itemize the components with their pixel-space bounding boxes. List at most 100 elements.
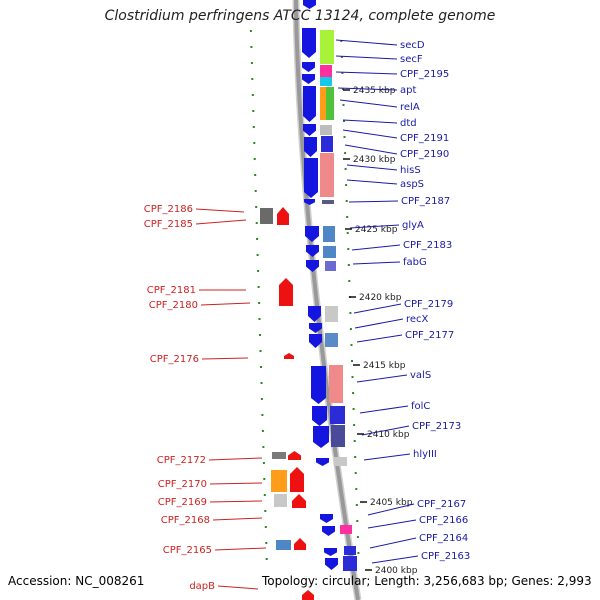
tick-dot-left — [258, 318, 261, 320]
reverse-gene-arrow — [290, 467, 304, 492]
right-label-leader — [351, 244, 401, 251]
left-label-leader — [195, 219, 247, 225]
right-label-leader — [369, 537, 417, 549]
gene-label-left: CPF_2168 — [161, 515, 210, 526]
right-label-leader — [356, 374, 408, 383]
tick-dot-right — [346, 216, 349, 218]
right-label-leader — [346, 179, 398, 185]
gene-label-right: CPF_2187 — [401, 196, 450, 207]
forward-gene-arrow — [312, 406, 327, 426]
gene-block — [325, 261, 336, 271]
forward-gene-arrow — [309, 323, 322, 333]
forward-gene-arrow — [303, 86, 316, 122]
gene-label-left: CPF_2180 — [149, 300, 198, 311]
gene-block — [323, 226, 335, 242]
gene-blocks-layer — [260, 30, 357, 571]
tick-dot-right — [353, 440, 356, 442]
tick-dot-left — [264, 526, 267, 528]
map-title: Clostridium perfringens ATCC 13124, comp… — [104, 8, 496, 24]
right-label-leader — [352, 261, 401, 265]
gene-label-left: CPF_2170 — [158, 479, 207, 490]
right-label-leader — [367, 503, 415, 516]
tick-dot-right — [347, 264, 350, 266]
gene-label-right: recX — [406, 314, 429, 325]
forward-gene-arrow — [325, 558, 338, 570]
right-label-leader — [359, 405, 409, 414]
tick-dot-right — [344, 168, 347, 170]
gene-label-right: CPF_2179 — [404, 299, 453, 310]
reverse-gene-arrow — [302, 590, 314, 600]
gene-label-right: folC — [411, 401, 430, 412]
right-label-leader — [353, 303, 402, 314]
gene-label-right: aspS — [400, 179, 424, 190]
tick-dot-right — [341, 88, 344, 90]
forward-gene-arrow — [311, 366, 326, 404]
tick-dot-left — [262, 462, 265, 464]
gene-label-right: secD — [400, 40, 425, 51]
forward-gene-arrow — [316, 458, 329, 466]
scale-label: 2415 kbp — [363, 361, 406, 371]
tick-dot-right — [348, 280, 351, 282]
forward-gene-arrow — [306, 260, 319, 272]
tick-dot-left — [252, 126, 255, 128]
gene-label-left: CPF_2186 — [144, 204, 193, 215]
label-leaders-layer — [195, 39, 419, 590]
reverse-gene-arrow — [277, 207, 289, 225]
tick-dot-right — [356, 520, 359, 522]
gene-block — [325, 306, 338, 322]
scale-label: 2420 kbp — [359, 293, 402, 303]
backbone-layer — [292, 0, 362, 600]
gene-labels-layer: secDsecFCPF_2195aptrelAdtdCPF_2191CPF_21… — [144, 40, 470, 592]
tick-dot-right — [353, 424, 356, 426]
gene-block — [276, 540, 291, 550]
gene-block — [323, 246, 336, 258]
right-label-leader — [371, 555, 419, 564]
tick-dot-right — [343, 136, 346, 138]
scale-label: 2405 kbp — [370, 498, 413, 508]
gene-label-left: CPF_2181 — [147, 285, 196, 296]
tick-dot-left — [259, 334, 261, 336]
gene-label-left: CPF_2176 — [150, 354, 199, 365]
tick-dot-right — [352, 392, 355, 394]
forward-gene-arrow — [306, 245, 319, 257]
tick-dot-left — [250, 46, 253, 48]
forward-gene-arrow — [308, 306, 321, 322]
tick-dot-left — [256, 238, 259, 240]
gene-label-right: CPF_2167 — [417, 499, 466, 510]
scale-label: 2410 kbp — [367, 430, 410, 440]
left-label-leader — [212, 517, 263, 521]
tick-dot-left — [261, 414, 264, 416]
right-label-leader — [354, 318, 404, 329]
right-label-leader — [348, 200, 399, 203]
tick-dot-right — [352, 408, 355, 410]
right-label-leader — [337, 87, 398, 91]
forward-gene-arrow — [303, 0, 316, 9]
tick-dot-left — [260, 398, 263, 400]
tick-dot-left — [249, 30, 252, 32]
tick-dot-right — [340, 56, 343, 58]
tick-dot-right — [347, 248, 350, 250]
tick-dot-left — [254, 190, 257, 192]
tick-dot-right — [355, 488, 358, 490]
tick-dot-left — [252, 110, 255, 112]
reverse-gene-arrow — [292, 494, 306, 508]
forward-gene-arrow — [302, 62, 315, 72]
tick-dot-left — [260, 366, 262, 368]
tick-dot-left — [263, 494, 266, 496]
tick-dot-right — [354, 456, 357, 458]
gene-label-left: dapB — [189, 581, 215, 592]
gene-block — [331, 425, 345, 447]
gene-label-right: dtd — [400, 118, 417, 129]
gene-block — [329, 365, 343, 403]
gene-label-right: glyA — [402, 220, 424, 231]
right-label-leader — [367, 519, 417, 529]
gene-label-right: CPF_2183 — [403, 240, 452, 251]
reverse-gene-arrow — [279, 278, 293, 306]
gene-block — [321, 136, 333, 152]
tick-dot-left — [258, 302, 261, 304]
left-label-leader — [195, 208, 245, 213]
gene-block — [320, 65, 332, 77]
gene-block — [330, 406, 345, 424]
tick-dot-right — [355, 504, 358, 506]
gene-label-right: CPF_2177 — [405, 330, 454, 341]
